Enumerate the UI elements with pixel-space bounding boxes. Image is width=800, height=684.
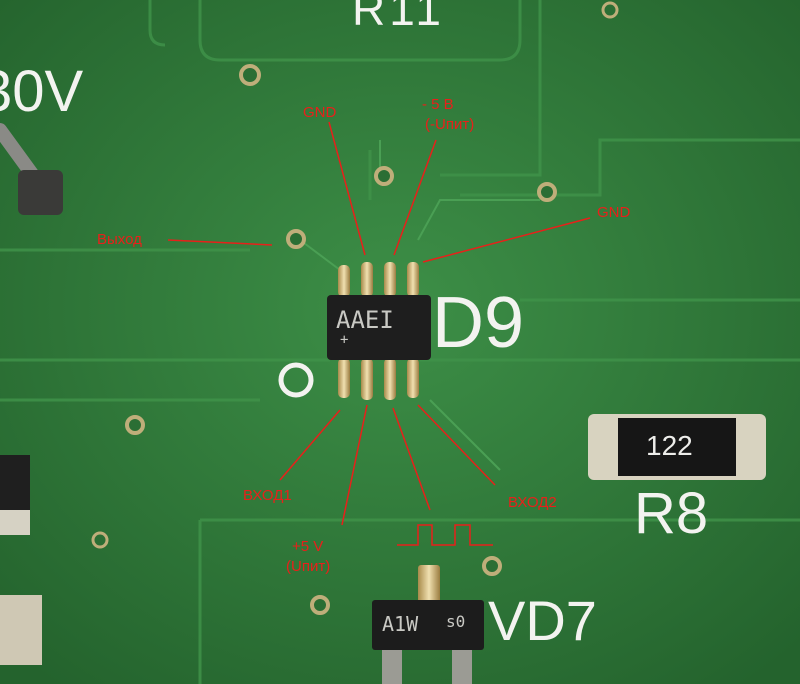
label-minus5v-line1: - 5 В bbox=[422, 96, 454, 113]
chip-plus-mark: + bbox=[340, 332, 349, 348]
vias bbox=[91, 1, 619, 615]
silk-d9: D9 bbox=[432, 283, 525, 363]
silk-r8: R8 bbox=[634, 481, 709, 546]
transistor-vd7 bbox=[372, 565, 484, 684]
label-gnd-right: GND bbox=[597, 204, 631, 221]
silk-vd7: VD7 bbox=[488, 589, 597, 652]
silk-r11: R11 bbox=[352, 0, 445, 35]
label-minus5v-line2: (-Uпит) bbox=[425, 116, 475, 133]
pin1-marker bbox=[278, 362, 314, 398]
label-vhod2: ВХОД2 bbox=[508, 494, 557, 511]
resistor-code: 122 bbox=[646, 430, 693, 461]
resistor-r8 bbox=[588, 414, 766, 480]
transistor-marking-2: s0 bbox=[446, 612, 466, 631]
chip-traces bbox=[299, 140, 540, 471]
left-wire bbox=[0, 123, 63, 215]
label-plus5v-line1: +5 V bbox=[292, 538, 324, 555]
silk-30v: 30V bbox=[0, 59, 84, 124]
transistor-marking: A1W bbox=[382, 612, 419, 636]
label-gnd-top: GND bbox=[303, 104, 337, 121]
opamp-chip bbox=[327, 262, 431, 400]
annotation-lines bbox=[167, 121, 591, 546]
label-vhod1: ВХОД1 bbox=[243, 487, 292, 504]
label-vyhod: Выход bbox=[97, 231, 142, 248]
chip-marking: AAEI bbox=[336, 306, 394, 334]
left-edge-parts bbox=[0, 455, 42, 665]
label-plus5v-line2: (Uпит) bbox=[286, 558, 331, 575]
